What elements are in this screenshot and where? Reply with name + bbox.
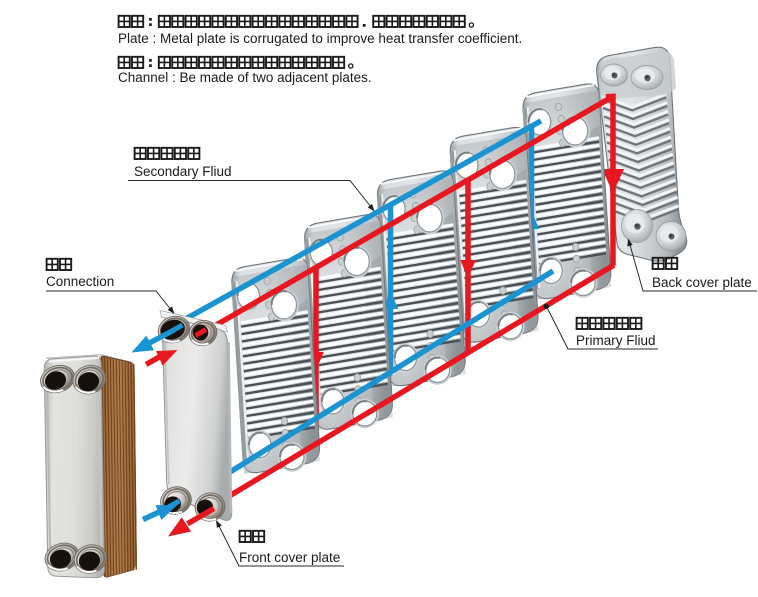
svg-text:Plate : Metal plate is corruga: Plate : Metal plate is corrugated to imp… [118,31,522,46]
svg-text:Secondary Fliud: Secondary Fliud [134,164,232,179]
svg-text:Front cover plate: Front cover plate [239,550,340,565]
svg-text:Back cover plate: Back cover plate [652,275,752,290]
svg-text:Connection: Connection [46,274,114,289]
svg-text:Channel : Be made of two adjac: Channel : Be made of two adjacent plates… [118,70,372,85]
svg-text:Primary Fliud: Primary Fliud [576,333,656,348]
